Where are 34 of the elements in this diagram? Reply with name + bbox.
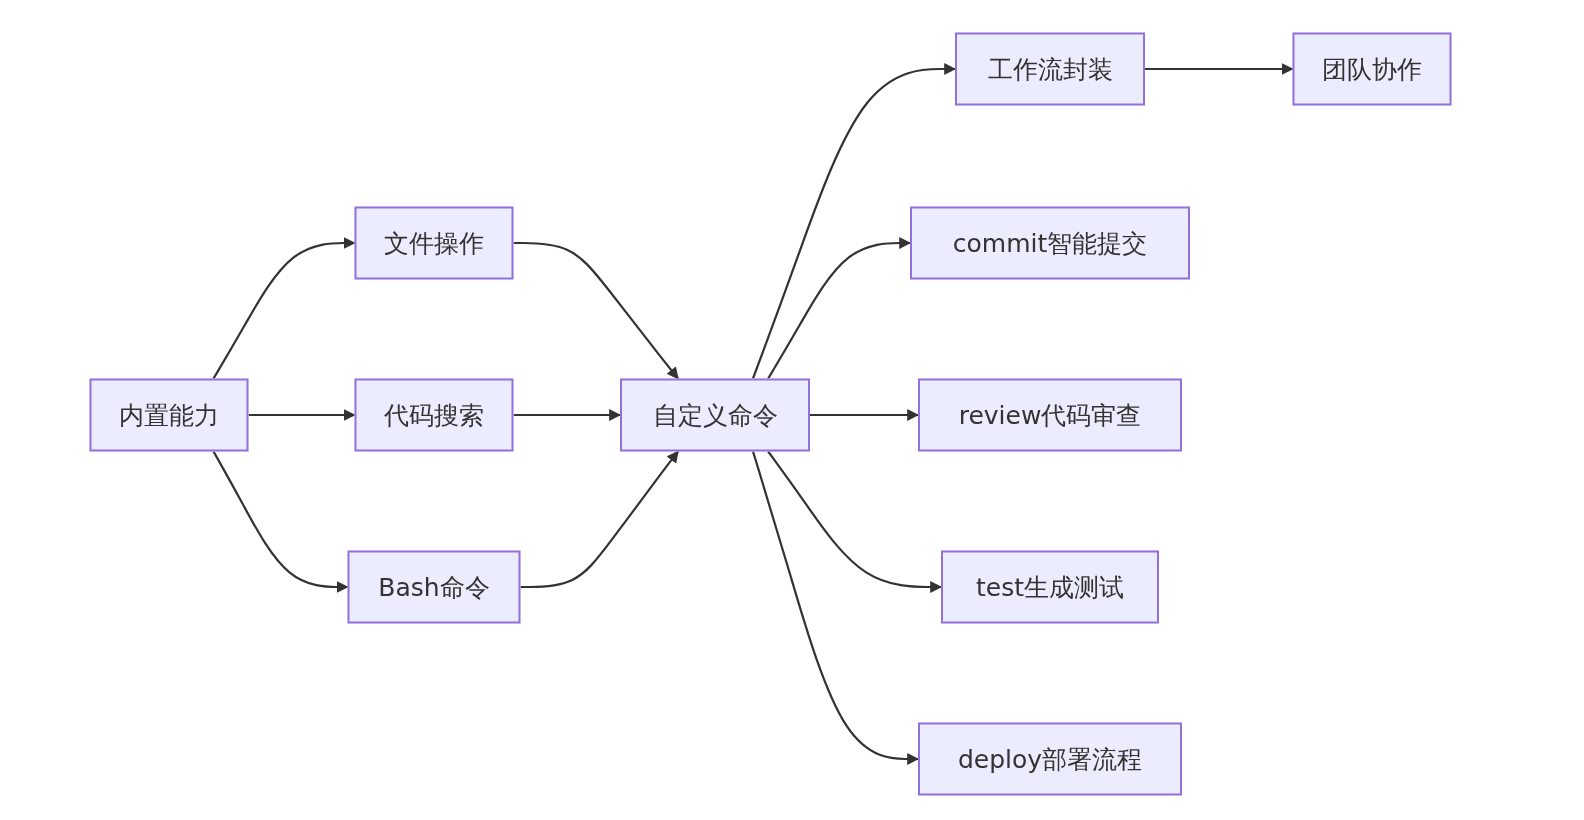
process-box (918, 378, 1182, 452)
node-label: commit智能提交 (952, 227, 1148, 260)
process-box (910, 206, 1190, 280)
node-label: review代码审查 (958, 399, 1142, 432)
process-box (354, 378, 514, 452)
arrow (248, 409, 356, 421)
arrow (212, 450, 349, 593)
process-box (955, 32, 1145, 106)
node-label: 团队协作 (1322, 53, 1422, 86)
node-label: 文件操作 (384, 227, 484, 260)
node-label: Bash命令 (378, 571, 490, 604)
node-label: 工作流封装 (987, 53, 1113, 86)
process-box (347, 550, 521, 624)
arrow (520, 450, 679, 589)
arrow (767, 450, 943, 593)
node-label: 代码搜索 (384, 399, 484, 432)
process-box (620, 378, 810, 452)
arrow (810, 409, 920, 421)
process-box (918, 722, 1182, 796)
node-label: 自定义命令 (652, 399, 778, 432)
arrow (513, 241, 679, 380)
arrow (767, 237, 912, 380)
node-label: 内置能力 (119, 399, 219, 432)
process-box (354, 206, 514, 280)
arrow (513, 409, 622, 421)
process-box (89, 378, 249, 452)
arrow (751, 63, 957, 379)
arrow (1145, 63, 1294, 75)
process-box (1292, 32, 1452, 106)
node-label: test生成测试 (976, 571, 1124, 604)
process-box (941, 550, 1159, 624)
node-label: deploy部署流程 (957, 743, 1143, 776)
arrow (751, 451, 920, 765)
arrow (212, 237, 356, 380)
